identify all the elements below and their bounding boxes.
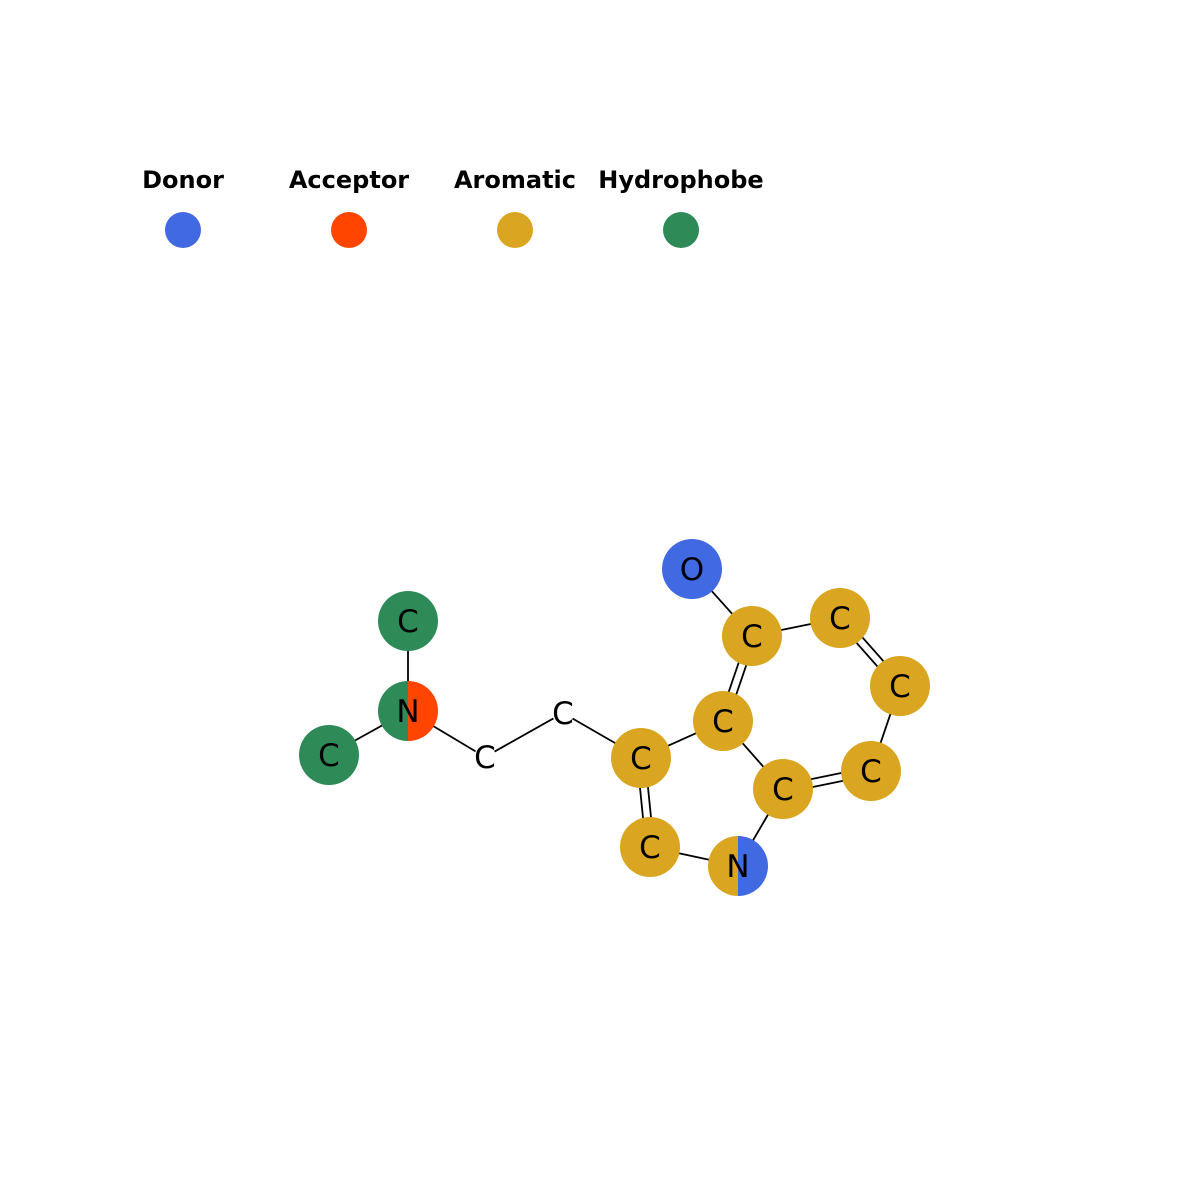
atom-c_methyl_top-fill [378,591,438,651]
atom-label-c_methyl_left: C [318,738,340,774]
atom-n_amine-fill-right [408,681,438,741]
atom-c4-fill [722,606,782,666]
atom-c_methyl_left: C [299,725,359,785]
atom-label-c6: C [889,669,911,705]
atom-c7-fill [841,741,901,801]
atom-label-c5: C [829,601,851,637]
atom-c6: C [870,656,930,716]
atom-n1-fill-right [738,836,768,896]
atom-c3a-fill [693,691,753,751]
atom-c2: C [620,817,680,877]
atom-n_amine: N [378,681,438,741]
atom-label-n1: N [726,849,749,885]
atom-c2-fill [620,817,680,877]
atom-label-c7a: C [772,772,794,808]
atom-c_methyl_top: C [378,591,438,651]
legend: Donor Acceptor Aromatic Hydrophobe [142,166,764,248]
atom-c3: C [611,728,671,788]
legend-label-aromatic: Aromatic [454,166,576,194]
atom-n_amine-fill-left [378,681,408,741]
atom-label-o_hydroxyl: O [680,552,704,588]
atom-c_methyl_left-fill [299,725,359,785]
atom-label-c4: C [741,619,763,655]
legend-swatch-aromatic [497,212,533,248]
legend-swatch-donor [165,212,201,248]
bond-c_chain_1-c_chain_2 [494,717,554,753]
atom-layer: C C N C C C C N C C C C C C O [299,539,930,896]
atom-c6-fill [870,656,930,716]
atom-c5: C [810,588,870,648]
atom-c7a: C [753,759,813,819]
atom-c3a: C [693,691,753,751]
atom-o_hydroxyl: O [662,539,722,599]
atom-n1: N [708,836,768,896]
atom-c3-fill [611,728,671,788]
atom-n1-fill-left [708,836,738,896]
atom-o_hydroxyl-fill [662,539,722,599]
atom-c7: C [841,741,901,801]
atom-c_chain_2: C [552,696,574,732]
atom-c_chain_1: C [474,740,496,776]
legend-label-donor: Donor [142,166,224,194]
legend-label-acceptor: Acceptor [289,166,409,194]
atom-c4: C [722,606,782,666]
atom-c5-fill [810,588,870,648]
atom-label-n_amine: N [396,694,419,730]
atom-label-c_chain_2: C [552,696,574,732]
atom-label-c3a: C [712,704,734,740]
atom-label-c3: C [630,741,652,777]
legend-swatch-acceptor [331,212,367,248]
atom-label-c7: C [860,754,882,790]
atom-label-c_methyl_top: C [397,604,419,640]
legend-label-hydrophobe: Hydrophobe [598,166,763,194]
atom-label-c2: C [639,830,661,866]
legend-swatch-hydrophobe [663,212,699,248]
atom-label-c_chain_1: C [474,740,496,776]
atom-c7a-fill [753,759,813,819]
